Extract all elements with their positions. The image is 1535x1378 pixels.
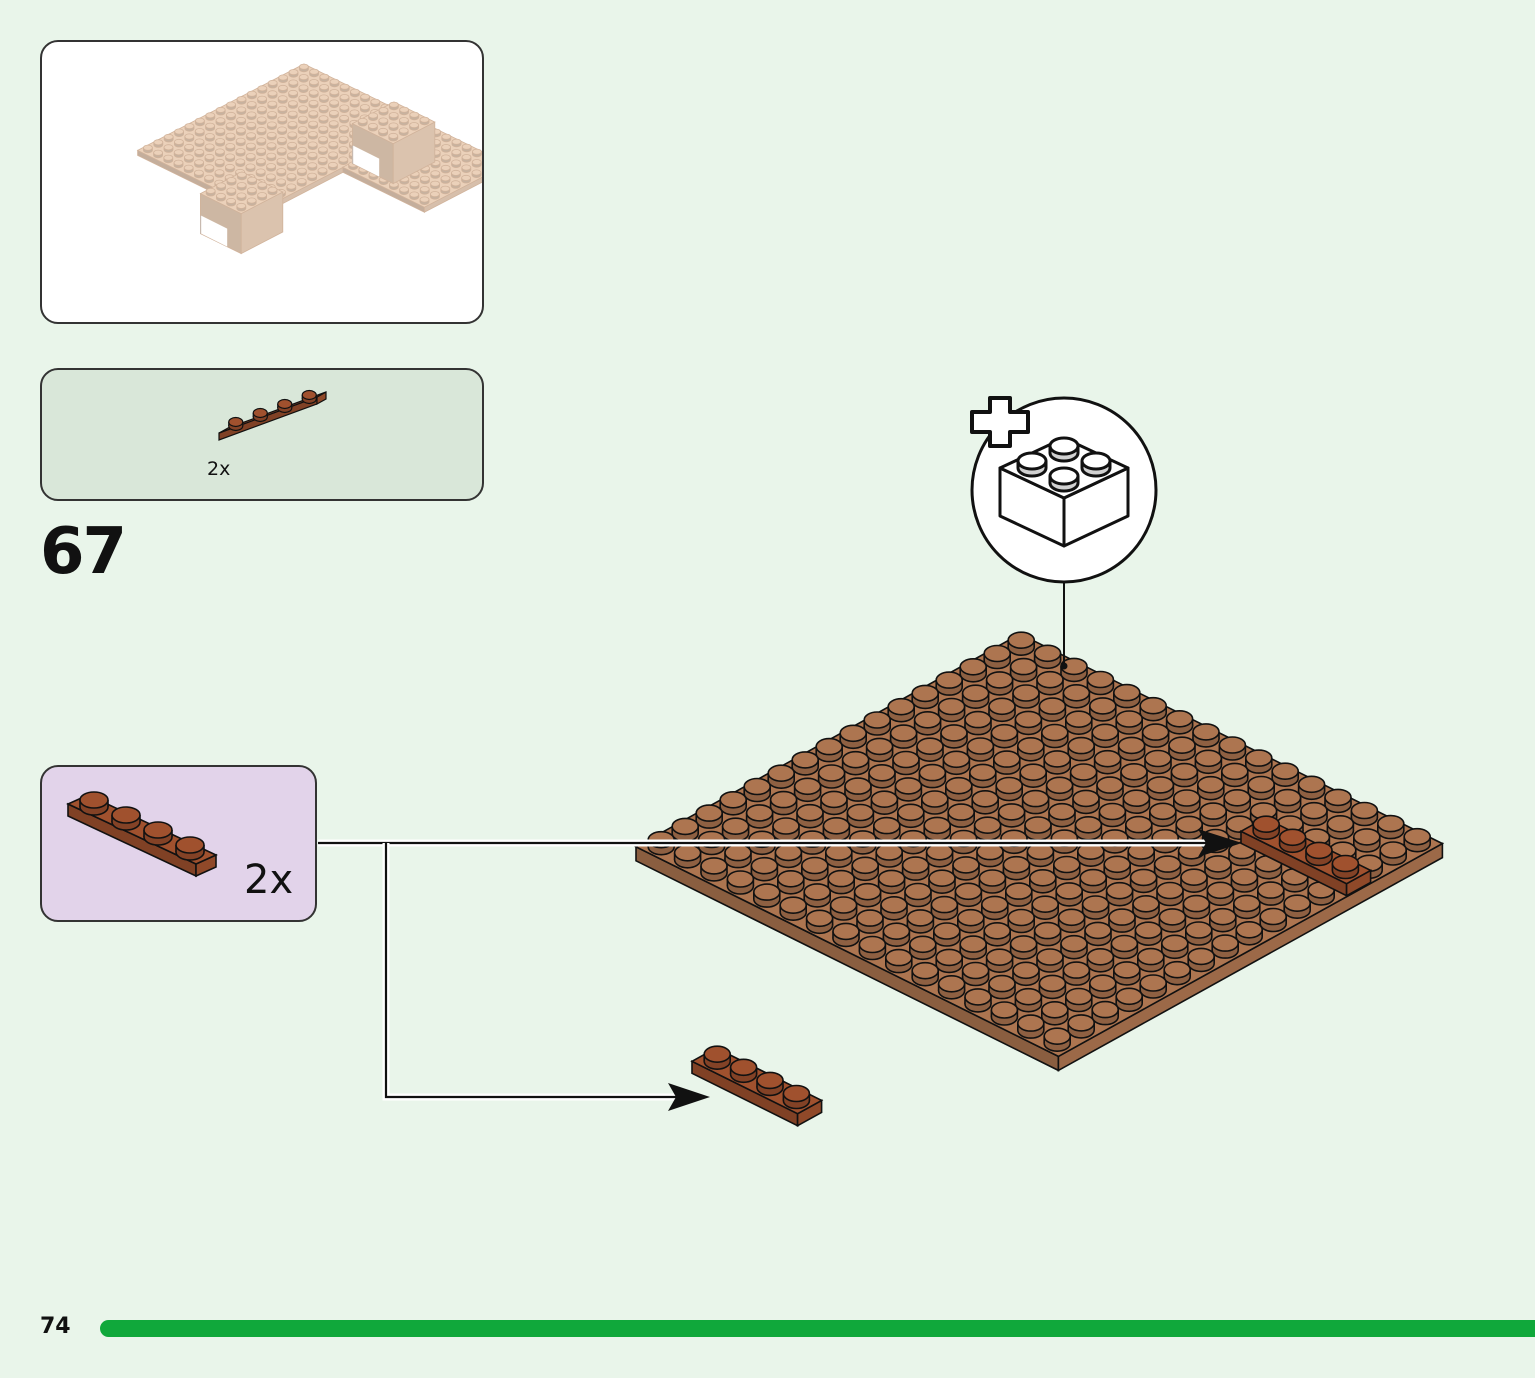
previous-model-image	[136, 63, 482, 255]
progress-bar-fill	[100, 1320, 1535, 1337]
arrow-head-right	[1198, 829, 1242, 857]
progress-bar	[100, 1320, 1535, 1337]
previous-model-panel	[40, 40, 484, 324]
callout-quantity-label: 2x	[244, 857, 294, 903]
placed-plate-right	[1239, 815, 1373, 898]
step-number: 67	[40, 515, 127, 589]
parts-quantity-label: 2x	[207, 458, 231, 480]
page-number: 74	[40, 1314, 71, 1339]
arrow-line-left	[382, 843, 678, 1101]
placement-arrows	[318, 829, 1242, 1111]
callout-plate-1x4	[66, 791, 218, 878]
plate-1x4-thumbnail	[218, 389, 327, 441]
step-callout-panel: 2x	[40, 765, 317, 922]
brick-2x2-icon	[998, 436, 1130, 548]
add-brick-icon	[970, 396, 1158, 670]
parts-list-panel: 2x	[40, 368, 484, 501]
arrow-head-left	[668, 1083, 710, 1111]
placed-plate-left	[690, 1045, 824, 1128]
plus-icon	[970, 396, 1030, 448]
arrow-line-left	[384, 843, 678, 1099]
baseplate	[634, 631, 1445, 1072]
